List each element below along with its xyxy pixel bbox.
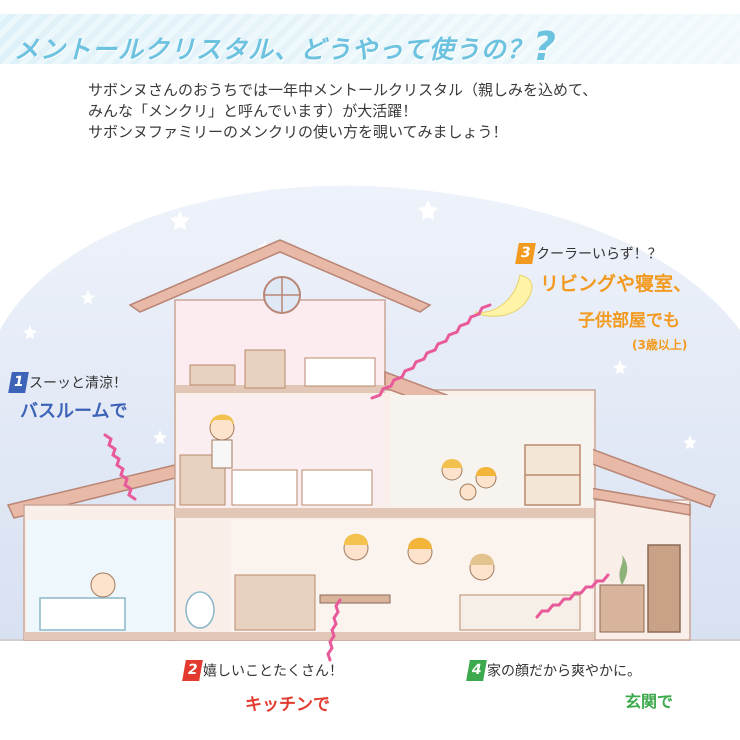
star-icon (693, 265, 707, 279)
star-icon (683, 435, 697, 449)
page-title-text: メントールクリスタル、どうやって使うの？ (14, 35, 533, 64)
toilet (185, 591, 215, 629)
plant-icon (619, 555, 628, 585)
callout-3-main-2: 子供部屋でも (578, 311, 680, 331)
callout-4-sub: 家の顔だから爽やかに。 (487, 663, 641, 680)
callout-2-main: キッチンで (245, 695, 330, 715)
left-wing-floor (24, 632, 594, 640)
callout-1-sub: スーッと清涼！ (29, 375, 127, 392)
floor-slab-2 (175, 508, 595, 518)
callout-2-number: 2 (182, 660, 203, 681)
shoe-cabinet (599, 584, 645, 633)
crystal-line-2 (326, 598, 342, 662)
bathtub (39, 597, 126, 631)
intro-line-2: みんな「メンクリ」と呼んでいます）が大活躍！ (88, 102, 418, 120)
crystal-line-1 (103, 433, 137, 501)
page-title-qmark: ? (532, 24, 557, 70)
callout-1-main: バスルームで (20, 401, 128, 422)
callout-1-number: 1 (8, 372, 29, 393)
star-icon (153, 430, 167, 444)
title-band (0, 14, 740, 64)
callout-4-number: 4 (466, 660, 487, 681)
star-icon (583, 190, 597, 204)
top-bed (304, 357, 376, 387)
top-roof (128, 239, 432, 313)
sofa (459, 594, 581, 631)
intro-line-3: サボンヌファミリーのメンクリの使い方を覗いてみましょう！ (88, 123, 508, 141)
callout-2-sub: 嬉しいことたくさん！ (203, 663, 343, 680)
crystal-lines (103, 303, 610, 662)
moon-icon (474, 274, 533, 317)
bather-head (90, 572, 116, 598)
intro-text: サボンヌさんのおうちでは一年中メントールクリスタル（親しみを込めて、 みんな「メ… (88, 80, 688, 143)
crystal-line-4 (535, 573, 610, 619)
callout-3-number: 3 (515, 243, 536, 264)
star-icon (418, 200, 438, 220)
dad-body (211, 439, 233, 469)
parents-bed-1 (231, 469, 298, 506)
parents-bed-2 (301, 469, 373, 506)
star-icon (170, 210, 190, 230)
page-title: メントールクリスタル、どうやって使うの？? (14, 22, 557, 70)
floor-slab-1 (175, 385, 385, 393)
dad-hair (210, 414, 234, 425)
front-door (647, 544, 681, 633)
star-icon (23, 325, 37, 339)
callout-3-sub: クーラーいらず！？ (536, 246, 662, 263)
baby-head (459, 483, 477, 501)
intro-line-1: サボンヌさんのおうちでは一年中メントールクリスタル（親しみを込めて、 (88, 81, 598, 99)
crystal-line-3 (370, 303, 492, 400)
kitchen-counter (234, 574, 316, 631)
star-icon (81, 290, 95, 304)
callout-3-main-1: リビングや寝室、 (540, 273, 693, 295)
dining-table (319, 594, 391, 604)
callout-4-main: 玄関で (625, 692, 674, 711)
star-icon (613, 360, 627, 374)
bookshelf (244, 349, 286, 389)
desk (189, 364, 236, 386)
callout-3-note: (3歳以上) (632, 338, 688, 352)
